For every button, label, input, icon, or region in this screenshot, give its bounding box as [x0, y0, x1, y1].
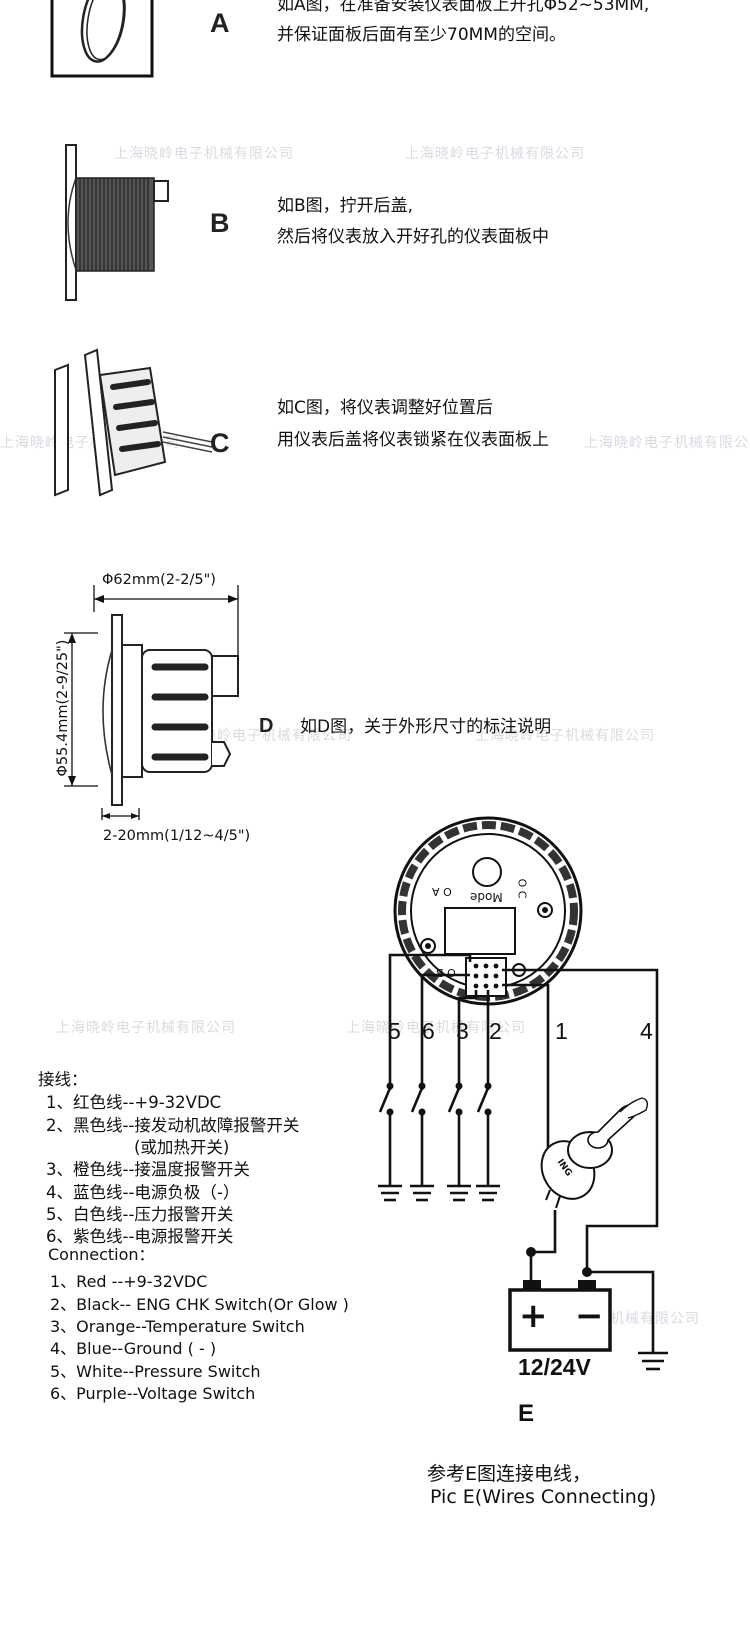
wiring-en-title: Connection：	[48, 1245, 155, 1264]
gauge-side-illustration	[65, 144, 169, 301]
battery-minus-label: −	[575, 1296, 604, 1336]
wiring-cn-item: 4、蓝色线--电源负极（-）	[46, 1183, 240, 1202]
dimension-width-label: Φ62mm(2-2/5")	[102, 572, 216, 588]
dimension-drawing	[64, 585, 239, 820]
wiring-en-item: 4、Blue--Ground ( - )	[50, 1339, 217, 1358]
wiring-en-item: 1、Red --+9-32VDC	[50, 1272, 208, 1291]
wiring-cn-item: 6、紫色线--电源报警开关	[46, 1227, 234, 1246]
caption-cn: 参考E图连接电线，	[427, 1463, 592, 1485]
step-d-line-1: 如D图，关于外形尺寸的标注说明	[300, 717, 552, 737]
figure-e-letter: E	[518, 1400, 535, 1427]
wiring-cn-item: 3、橙色线--接温度报警开关	[46, 1160, 250, 1179]
watermark: 上海晓岭电子机械有限公司	[172, 728, 352, 744]
step-b-letter: B	[210, 208, 230, 238]
wiring-cn-item: 2、黑色线--接发动机故障报警开关	[46, 1116, 300, 1135]
wiring-cn-item: 5、白色线--压力报警开关	[46, 1205, 234, 1224]
step-c-line-2: 用仪表后盖将仪表锁紧在仪表面板上	[277, 430, 549, 450]
port-c-label: O C	[515, 878, 529, 899]
step-a-letter: A	[210, 8, 230, 38]
caption-en: Pic E(Wires Connecting)	[430, 1486, 657, 1508]
wiring-cn-title: 接线：	[38, 1070, 88, 1089]
wire-number-5: 5	[388, 1018, 401, 1044]
watermark: 上海晓岭电子机械有限公司	[56, 1020, 236, 1036]
wiring-cn-item: (或加热开关)	[134, 1138, 230, 1157]
mode-label: Mode	[470, 890, 503, 904]
dimension-height-label: Φ55.4mm(2-9/25")	[55, 639, 71, 777]
wire-number-6: 6	[422, 1018, 435, 1044]
battery-plus-label: +	[519, 1296, 548, 1336]
wiring-en-item: 2、Black-- ENG CHK Switch(Or Glow )	[50, 1295, 349, 1314]
wiring-diagram	[378, 816, 668, 1371]
panel-cutout-illustration	[50, 0, 154, 78]
gauge-with-cap-illustration	[54, 348, 213, 497]
watermark: 上海晓岭电子机械有限公司	[584, 435, 750, 451]
wire-number-1: 1	[555, 1018, 568, 1044]
port-b-label: O B	[436, 966, 456, 979]
step-a-line-2: 并保证面板后面有至少70MM的空间。	[277, 25, 566, 45]
step-a-line-1: 如A图，在准备安装仪表面板上开孔Φ52~53MM,	[277, 0, 650, 15]
wire-number-3: 3	[456, 1018, 469, 1044]
watermark: 上海晓岭电子机械有限公司	[114, 146, 294, 162]
dimension-thickness-label: 2-20mm(1/12~4/5")	[103, 828, 251, 844]
watermark: 上海晓岭电子机械有限公司	[475, 728, 655, 744]
ignition-switch	[540, 1097, 649, 1209]
wire-number-2: 2	[489, 1018, 502, 1044]
step-d-letter: D	[259, 715, 274, 737]
port-a-label: O A	[432, 885, 452, 898]
wiring-en-item: 6、Purple--Voltage Switch	[50, 1384, 256, 1403]
wiring-en-item: 3、Orange--Temperature Switch	[50, 1317, 305, 1336]
step-b-line-1: 如B图，拧开后盖,	[277, 196, 414, 216]
step-c-line-1: 如C图，将仪表调整好位置后	[277, 398, 493, 418]
watermark: 上海晓岭电子机械有限公司	[405, 146, 585, 162]
wiring-en-item: 5、White--Pressure Switch	[50, 1362, 261, 1381]
wire-number-4: 4	[640, 1018, 653, 1044]
battery	[508, 1280, 612, 1352]
step-b-line-2: 然后将仪表放入开好孔的仪表面板中	[277, 227, 549, 247]
battery-voltage-label: 12/24V	[518, 1354, 591, 1380]
step-c-letter: C	[210, 428, 230, 458]
wiring-cn-item: 1、红色线--+9-32VDC	[46, 1093, 222, 1112]
